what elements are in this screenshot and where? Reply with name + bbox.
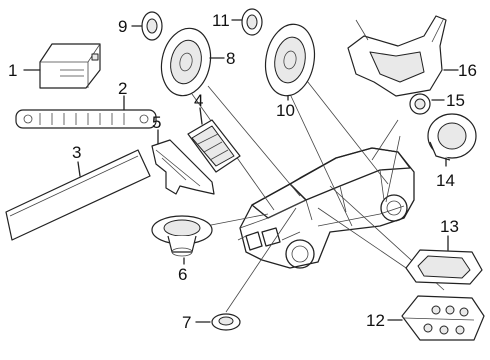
small-tweeter-icon bbox=[211, 313, 241, 331]
mounting-bracket-icon bbox=[151, 139, 215, 195]
callout-11: 11 bbox=[212, 11, 230, 30]
callout-8: 8 bbox=[226, 49, 235, 68]
callout-5: 5 bbox=[152, 113, 161, 132]
radio-receiver-icon bbox=[39, 43, 101, 89]
callout-12: 12 bbox=[366, 311, 385, 330]
speaker-enclosure-icon bbox=[347, 15, 447, 97]
leader-lines bbox=[191, 71, 445, 313]
callout-2: 2 bbox=[118, 79, 127, 98]
tweeter-icon bbox=[141, 11, 163, 41]
callout-7: 7 bbox=[182, 313, 191, 332]
dash-trim-panel-icon bbox=[15, 109, 157, 129]
callout-3: 3 bbox=[72, 143, 81, 162]
callout-4-leader bbox=[199, 107, 203, 125]
door-speaker-icon bbox=[160, 27, 212, 97]
mid-speaker-icon bbox=[151, 215, 213, 257]
tweeter-2-icon bbox=[241, 8, 263, 36]
callout-6: 6 bbox=[178, 265, 187, 284]
callout-15: 15 bbox=[446, 91, 465, 110]
callout-16: 16 bbox=[458, 61, 477, 80]
long-flat-panel-icon bbox=[5, 149, 151, 241]
callout-4: 4 bbox=[194, 91, 203, 110]
rear-speaker-icon bbox=[427, 113, 477, 161]
subwoofer-housing-icon bbox=[401, 295, 485, 341]
callout-3-leader bbox=[77, 161, 81, 177]
subwoofer-cover-icon bbox=[405, 249, 483, 285]
callout-14: 14 bbox=[436, 171, 455, 190]
callout-1: 1 bbox=[8, 61, 17, 80]
suv-vehicle-icon bbox=[237, 147, 415, 269]
callout-13: 13 bbox=[440, 217, 459, 236]
callout-9: 9 bbox=[118, 17, 127, 36]
callout-10: 10 bbox=[276, 101, 295, 120]
door-speaker-2-icon bbox=[264, 23, 316, 97]
amplifier-module-icon bbox=[187, 119, 241, 173]
small-speaker-icon bbox=[409, 93, 431, 115]
